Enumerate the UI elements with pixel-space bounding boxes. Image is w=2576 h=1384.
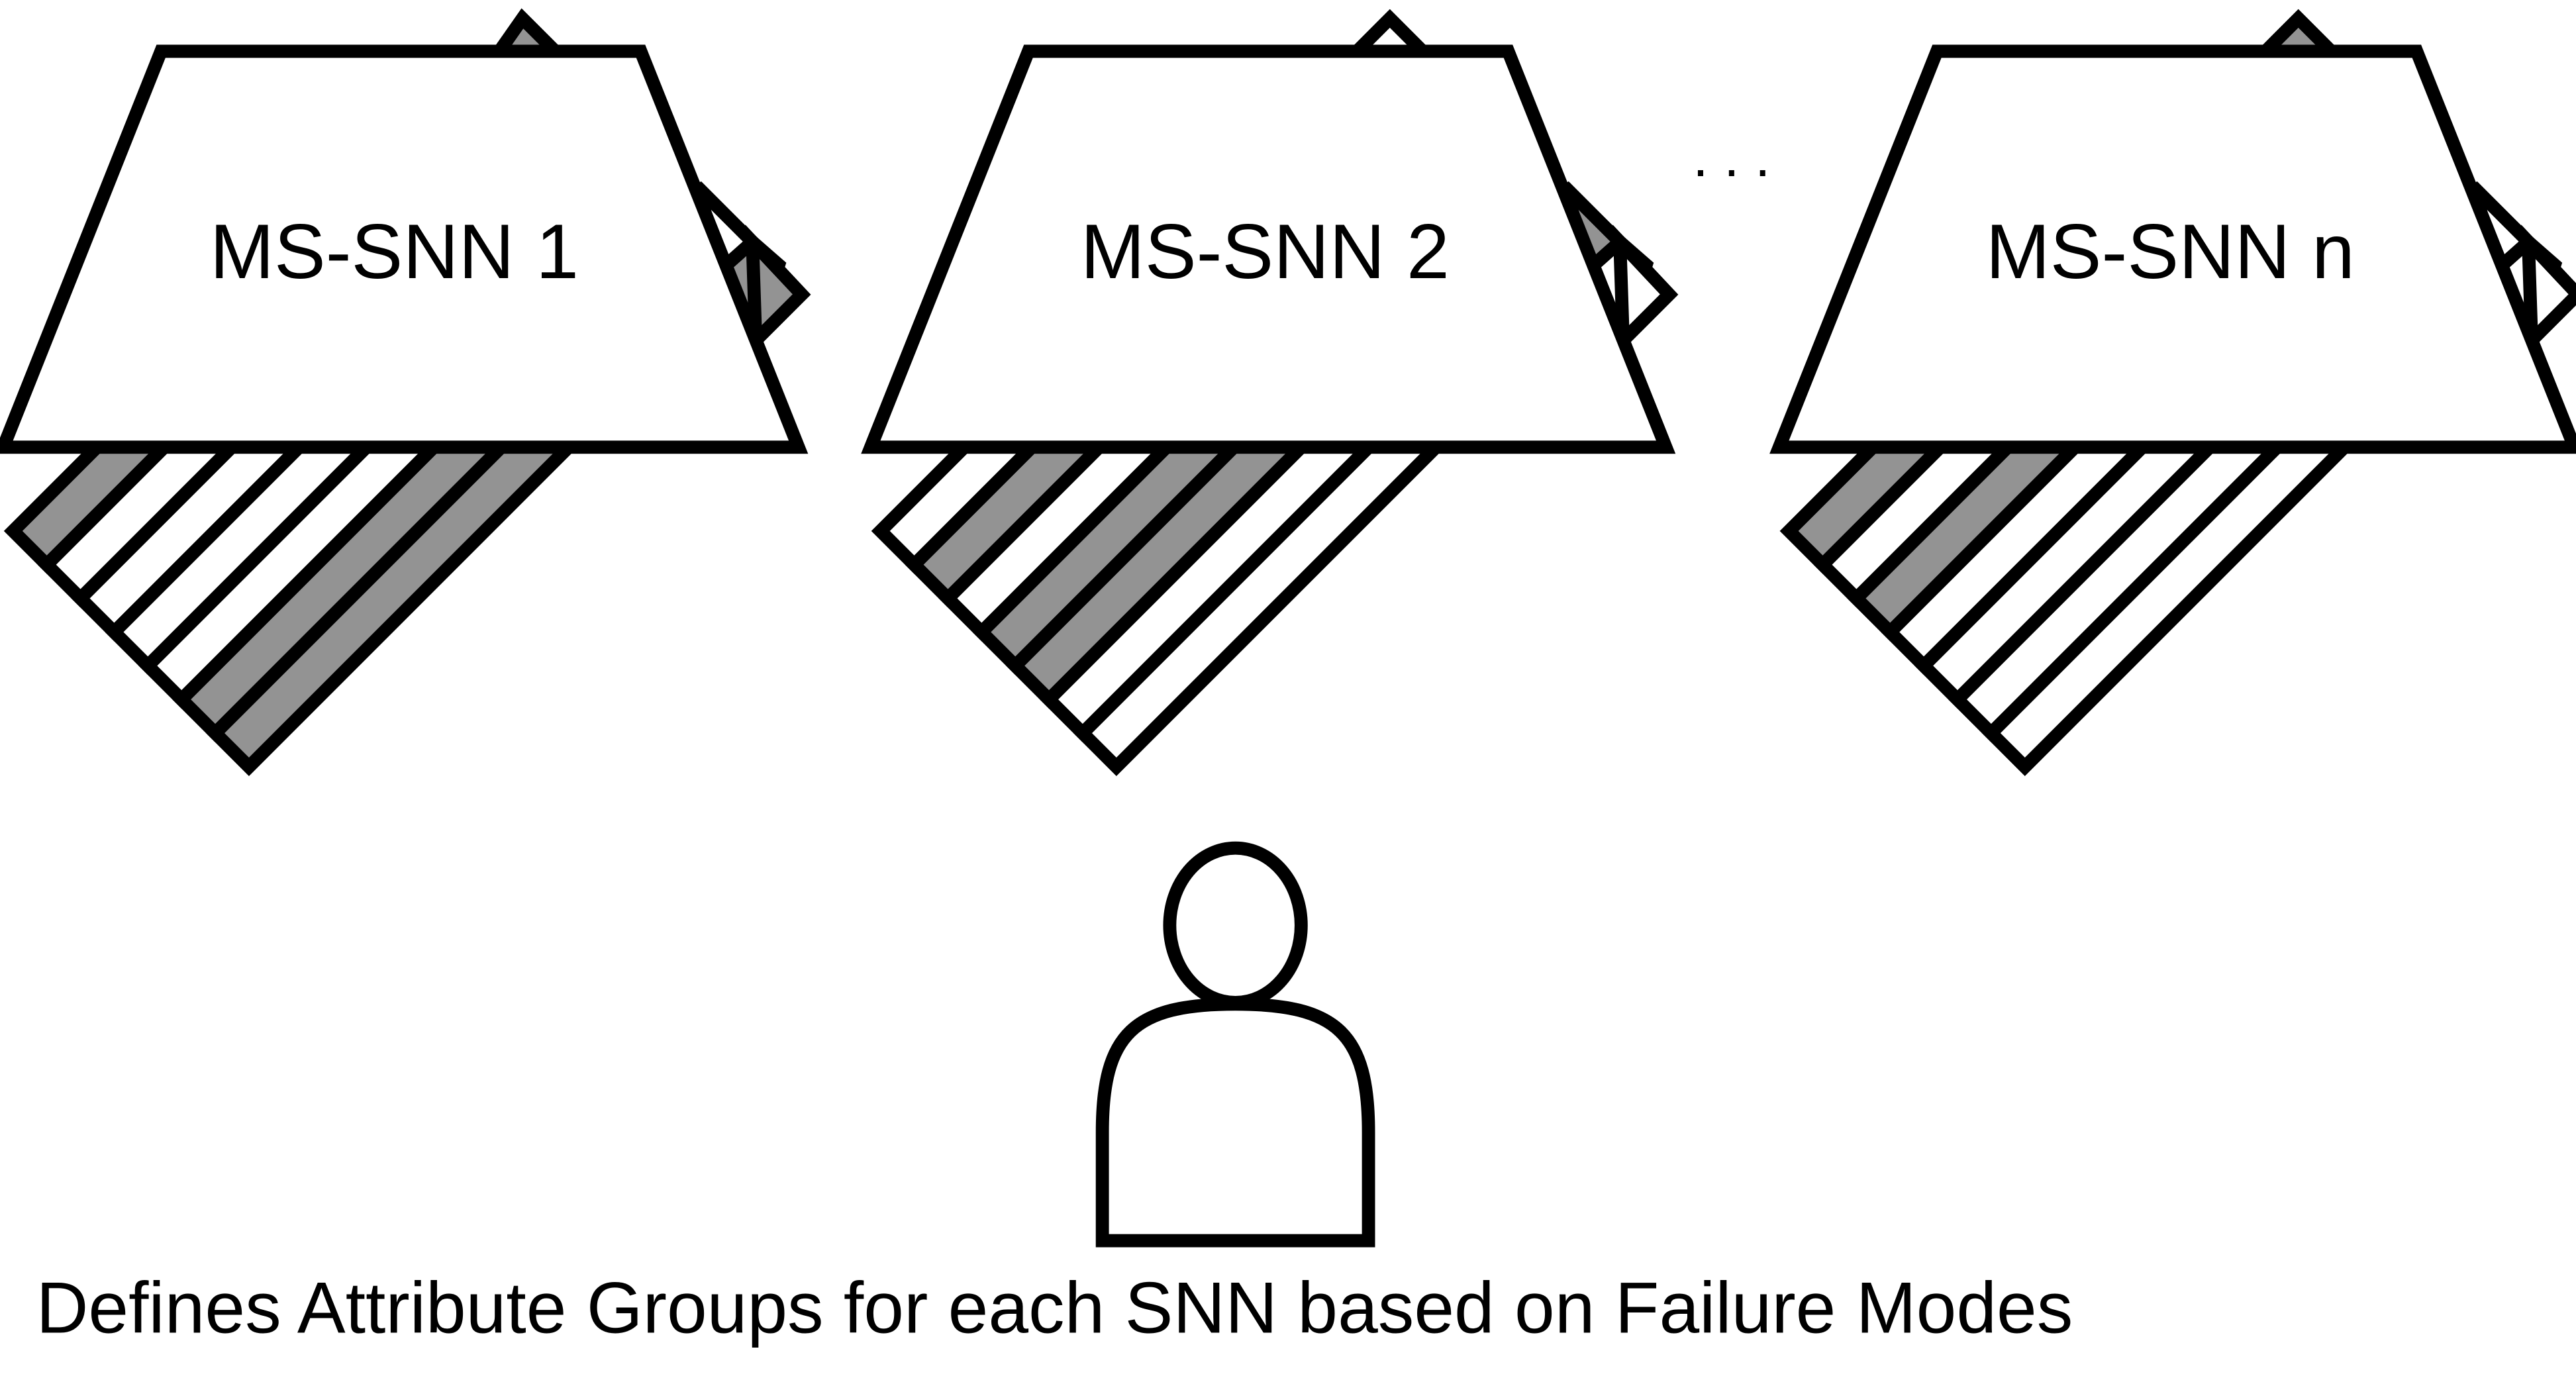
snn-trapezoid [861, 44, 1676, 454]
attribute-side-triangle [2521, 224, 2576, 356]
snn-label: MS-SNN n [1986, 208, 2355, 295]
attribute-side-triangle [1612, 224, 1679, 356]
snn-trapezoid [0, 44, 809, 454]
caption: Defines Attribute Groups for each SNN ba… [36, 1268, 2073, 1349]
snn-group: MS-SNN 2 [861, 9, 1679, 777]
ellipsis: . . . [1693, 126, 1770, 188]
attribute-side-triangle [745, 224, 811, 356]
person-icon [1095, 841, 1375, 1248]
snn-trapezoid [1769, 44, 2576, 454]
snn-label: MS-SNN 1 [210, 208, 579, 295]
snn-group: MS-SNN 1 [0, 8, 811, 777]
snn-group: MS-SNN n [1769, 9, 2576, 777]
snn-right-triangles [690, 181, 811, 356]
snn-label: MS-SNN 2 [1081, 208, 1450, 295]
